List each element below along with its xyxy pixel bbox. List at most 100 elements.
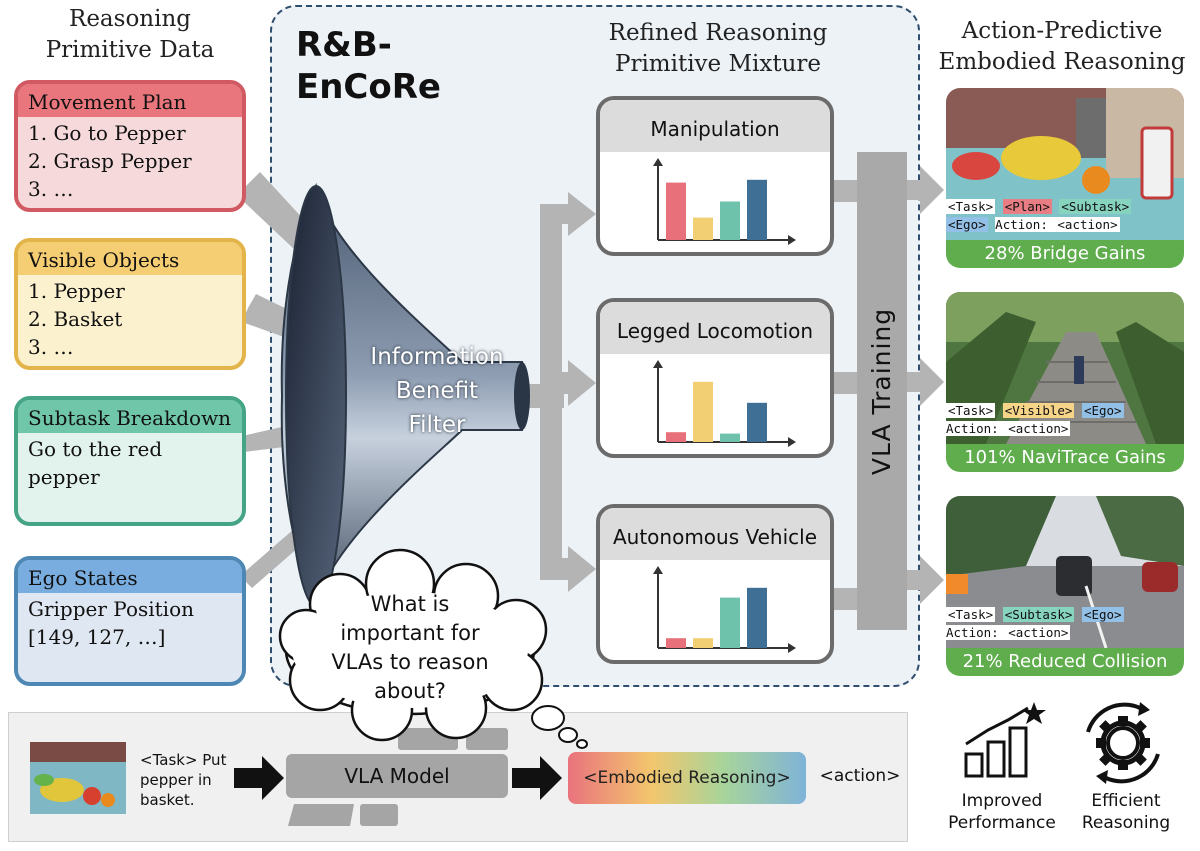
primitive-card-line: [149, 127, …] [28, 625, 166, 649]
action-prefix: Action: [995, 217, 1056, 232]
result-panel-manipulation: <Task> <Plan> <Subtask><Ego> Action: <ac… [946, 88, 1184, 268]
splitter-vertical [540, 204, 562, 580]
arrow-legged-to-vla [834, 372, 858, 394]
primitive-card-line: Gripper Position [28, 597, 194, 621]
domain-label: Manipulation [600, 100, 830, 152]
benefit-line: Efficient [1091, 791, 1161, 811]
primitive-card-line: pepper [28, 465, 100, 489]
primitive-card-line: Go to the red [28, 437, 163, 461]
primitive-card-ego-states: Ego States Gripper Position [149, 127, …… [14, 556, 246, 686]
title-line: EnCoRe [296, 67, 441, 107]
reasoning-tag: <action> [1006, 421, 1071, 436]
arrow-vla-to-result-1 [906, 166, 944, 214]
chart-bar [747, 179, 767, 240]
thought-line: VLAs to reason [331, 650, 489, 674]
filter-label-line: Information [370, 344, 504, 370]
tag-row: Action: <action> [946, 624, 1184, 642]
arrow-vla-to-result-2 [906, 358, 944, 406]
tag-row: <Task> <Visible> <Ego> [946, 402, 1184, 420]
title-line: Embodied Reasoning [938, 49, 1186, 75]
primitive-card-line: 3. … [28, 335, 74, 359]
chart-axis-arrow [653, 360, 663, 368]
title-line: Refined Reasoning [608, 20, 828, 46]
arrow-to-vehicle [540, 546, 596, 592]
embodied-reasoning-title: Action-Predictive Embodied Reasoning [924, 16, 1200, 78]
reasoning-tag: <Visible> [1002, 403, 1075, 418]
encore-title: R&B- EnCoRe [296, 24, 441, 108]
result-gain-label: 21% Reduced Collision [946, 648, 1184, 676]
primitive-card-line: 2. Grasp Pepper [28, 149, 192, 173]
basket-thumbnail-image [30, 742, 126, 814]
chart-bar [720, 597, 740, 648]
primitive-card-line: 1. Pepper [28, 279, 125, 303]
tag-row: Action: <action> [946, 420, 1184, 438]
task-text: <Task> Put pepper in basket. [140, 750, 226, 810]
chart-axis-arrow [653, 158, 663, 166]
result-panel-legged-locomotion: <Task> <Visible> <Ego>Action: <action> 1… [946, 292, 1184, 472]
chart-axis-arrow [788, 235, 796, 245]
arrow-vla-to-result-3 [906, 556, 944, 604]
primitive-card-line: 3. … [28, 177, 74, 201]
arrow-task-to-model [234, 756, 284, 800]
primitive-card-header: Subtask Breakdown [18, 400, 242, 433]
chart-bar [693, 638, 713, 648]
chart-bar [693, 217, 713, 240]
reasoning-tag: <Ego> [1081, 607, 1124, 622]
primitive-card-line: 2. Basket [28, 307, 123, 331]
funnel-icon [280, 182, 530, 610]
action-prefix: Action: [946, 421, 1007, 436]
filter-label-line: Filter [408, 412, 466, 438]
chart-bar [747, 402, 767, 442]
reasoning-tag: <Subtask> [1059, 199, 1132, 214]
reasoning-tag: <Plan> [1002, 199, 1052, 214]
arrow-to-manipulation [540, 192, 596, 236]
action-label: <action> [819, 766, 901, 786]
primitive-card-line: 1. Go to Pepper [28, 121, 186, 145]
result-gain-label: 101% NaviTrace Gains [946, 444, 1184, 472]
primitive-card-header: Movement Plan [18, 84, 242, 117]
primitive-card-movement-plan: Movement Plan 1. Go to Pepper 2. Grasp P… [14, 80, 246, 212]
filter-label-line: Benefit [395, 378, 479, 404]
chart-axis-arrow [788, 437, 796, 447]
thought-line: important for [340, 621, 480, 645]
primitive-card-body: 1. Go to Pepper 2. Grasp Pepper 3. … [18, 117, 242, 205]
reasoning-tag: <Ego> [1081, 403, 1124, 418]
domain-bar-chart [653, 158, 796, 245]
reasoning-tag: <Task> [946, 199, 996, 214]
primitive-card-subtask-breakdown: Subtask Breakdown Go to the red pepper [14, 396, 246, 526]
embodied-reasoning-pill [568, 752, 806, 804]
tag-row: <Task> <Subtask> <Ego> [946, 606, 1184, 624]
title-line: Primitive Mixture [614, 51, 822, 77]
primitive-card-body: Go to the red pepper [18, 433, 242, 493]
task-text-line: pepper in [140, 771, 212, 789]
arrow-manip-to-vla [834, 180, 858, 202]
arrow-to-legged [560, 360, 596, 406]
domain-box-legged-locomotion: Legged Locomotion [596, 298, 834, 458]
primitive-card-header: Visible Objects [18, 242, 242, 275]
action-prefix: Action: [946, 625, 1007, 640]
title-line: Primitive Data [45, 37, 215, 63]
domain-label: Autonomous Vehicle [600, 508, 830, 560]
thought-line: What is [370, 592, 450, 616]
reasoning-tag: <Ego> [946, 217, 988, 232]
tag-row: <Ego> Action: <action> [946, 216, 1184, 234]
primitive-card-header: Ego States [18, 560, 242, 593]
tag-row: <Task> <Plan> <Subtask> [946, 198, 1184, 216]
improved-performance-label: Improved Performance [940, 790, 1064, 834]
thought-text: What is important for VLAs to reason abo… [300, 590, 520, 706]
efficient-reasoning-label: Efficient Reasoning [1066, 790, 1186, 834]
primitive-card-body: Gripper Position [149, 127, …] [18, 593, 242, 653]
title-line: Action-Predictive [961, 18, 1163, 44]
result-tags: <Task> <Visible> <Ego>Action: <action> [946, 402, 1184, 438]
primitive-card-visible-objects: Visible Objects 1. Pepper 2. Basket 3. … [14, 238, 246, 370]
chart-bar [666, 432, 686, 442]
task-text-line: <Task> Put [140, 751, 227, 769]
domain-box-autonomous-vehicle: Autonomous Vehicle [596, 504, 834, 664]
chart-bar [666, 638, 686, 648]
arrow-vehicle-to-vla [834, 588, 858, 610]
title-line: Reasoning [69, 6, 191, 32]
domain-bar-chart [653, 360, 796, 447]
reasoning-tag: <action> [1006, 625, 1071, 640]
vla-model-label: VLA Model [344, 764, 450, 788]
